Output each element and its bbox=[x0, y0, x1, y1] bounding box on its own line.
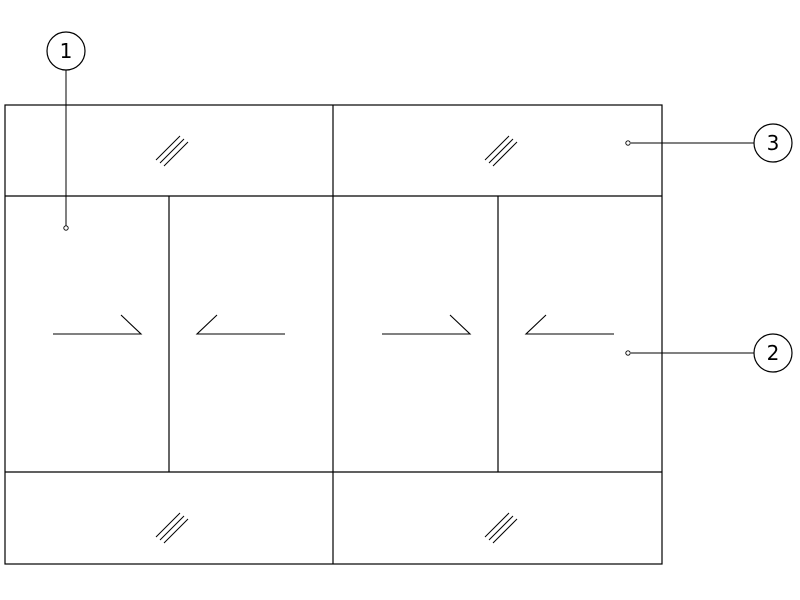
leader-dot-2 bbox=[625, 350, 631, 356]
sash-opening-symbol-4 bbox=[524, 314, 614, 335]
callout-circle-1 bbox=[46, 31, 86, 71]
sash-opening-symbol-2 bbox=[195, 314, 285, 335]
callout-label-1: 1 bbox=[60, 39, 73, 63]
callout-2: 2 bbox=[625, 333, 793, 373]
sash-opening-symbol-1 bbox=[53, 314, 143, 335]
leader-dot-3 bbox=[625, 140, 631, 146]
glass-mark-top-left bbox=[155, 135, 189, 167]
glass-mark-top-right bbox=[484, 135, 518, 167]
sash-opening-symbol-3 bbox=[382, 314, 472, 335]
callout-circle-3 bbox=[753, 123, 793, 163]
callout-label-2: 2 bbox=[767, 341, 780, 365]
callout-3: 3 bbox=[625, 123, 793, 163]
glass-mark-bottom-right bbox=[484, 512, 518, 544]
callout-circle-2 bbox=[753, 333, 793, 373]
callout-1: 1 bbox=[46, 31, 86, 231]
leader-dot-1 bbox=[63, 225, 69, 231]
callout-label-3: 3 bbox=[767, 131, 780, 155]
glass-mark-bottom-left bbox=[155, 512, 189, 544]
